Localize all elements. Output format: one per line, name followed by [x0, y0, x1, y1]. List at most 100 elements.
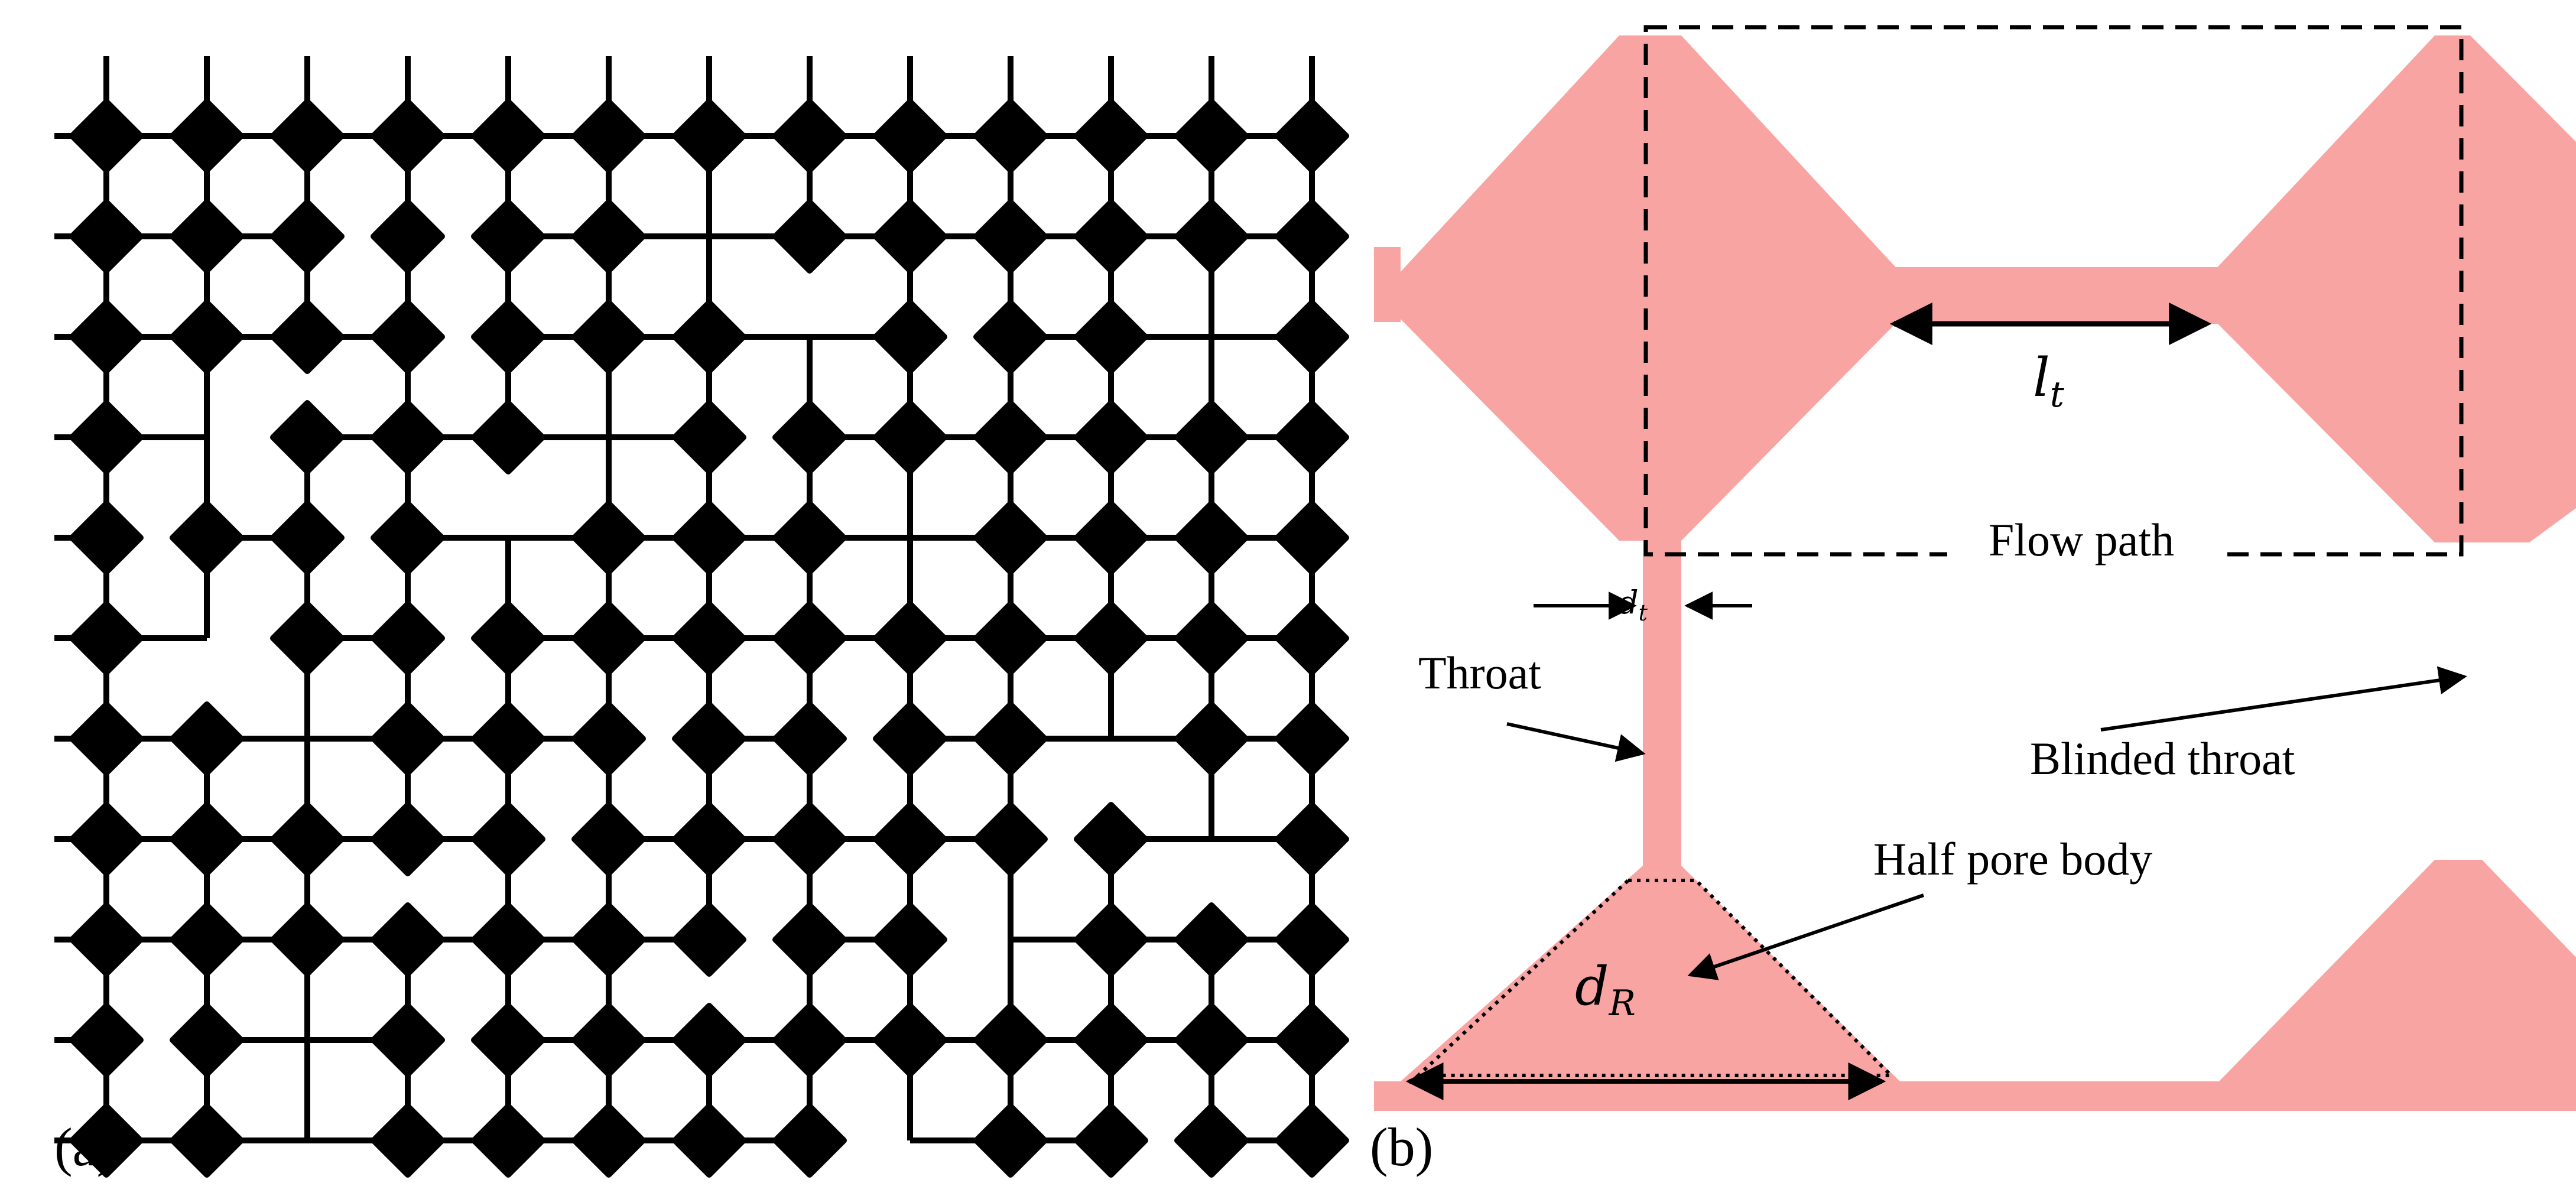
pore-body: [571, 300, 646, 374]
pore-body: [170, 500, 244, 575]
pore-body: [471, 1003, 545, 1077]
pore-body: [973, 601, 1048, 675]
pore-body: [1174, 500, 1249, 575]
pore-body: [1275, 601, 1349, 675]
pore-body: [973, 701, 1048, 776]
pore-body: [873, 199, 947, 274]
pore-body: [1174, 1103, 1249, 1178]
pore-body: [973, 802, 1048, 876]
pore-body: [170, 701, 244, 776]
pore-body: [69, 500, 144, 575]
flow-path-box: [1643, 25, 2464, 557]
pore-body: [371, 199, 445, 274]
pore-body: [772, 500, 847, 575]
pore-body: [1174, 199, 1249, 274]
pore-body: [571, 199, 646, 274]
pore-body: [1275, 1103, 1349, 1178]
pore-body: [471, 199, 545, 274]
pore-body: [672, 500, 746, 575]
pore-body: [371, 701, 445, 776]
pore-body: [69, 1003, 144, 1077]
pore-body: [571, 601, 646, 675]
panel-b-unit-cell: Flow path lt dt Throat Blinded throat Ha…: [1374, 25, 2576, 1111]
pore-body: [873, 601, 947, 675]
half-pore-body-pointer-arrow: [1687, 893, 1924, 980]
pore-body: [1074, 1003, 1148, 1077]
pore-body: [471, 400, 545, 474]
pore-body: [973, 1103, 1048, 1178]
pore-body: [672, 802, 746, 876]
pore-body: [973, 500, 1048, 575]
pore-body: [1074, 199, 1148, 274]
pore-body: [69, 802, 144, 876]
pore-body: [371, 1103, 445, 1178]
pore-body: [672, 601, 746, 675]
pore-body: [873, 99, 947, 173]
pore-body: [772, 601, 847, 675]
pore-body: [471, 802, 545, 876]
pore-body: [270, 300, 345, 374]
throat-pointer-arrow: [1506, 722, 1646, 762]
pore-body: [270, 99, 345, 173]
pore-body: [672, 99, 746, 173]
pore-body: [973, 199, 1048, 274]
dr-label: dR: [1575, 956, 1636, 1024]
pore-body: [772, 701, 847, 776]
pore-body: [371, 300, 445, 374]
dt-label: dt: [1618, 584, 1648, 626]
flow-path-label-backing: [1947, 520, 2219, 585]
pore-body: [69, 99, 144, 173]
pore-body: [1275, 300, 1349, 374]
panel-b-label: (b): [1370, 1117, 1433, 1177]
pore-body: [471, 1103, 545, 1178]
pore-body: [1174, 701, 1249, 776]
pore-body: [973, 1003, 1048, 1077]
pore-body: [571, 1003, 646, 1077]
pore-body: [69, 400, 144, 474]
pore-body: [170, 99, 244, 173]
pore-body: [571, 99, 646, 173]
lt-label: lt: [2033, 347, 2065, 415]
pore-body: [873, 802, 947, 876]
pore-body: [571, 802, 646, 876]
panel-a-label: (a): [54, 1117, 115, 1177]
pore-body: [270, 802, 345, 876]
pore-body: [270, 500, 345, 575]
pore-body: [1174, 99, 1249, 173]
pore-body: [270, 601, 345, 675]
pore-body-top-left: [1374, 35, 1900, 869]
pore-body: [170, 300, 244, 374]
half-pore-body-label: Half pore body: [1873, 833, 2152, 885]
pore-body: [1275, 400, 1349, 474]
pore-body: [69, 601, 144, 675]
pore-body: [1275, 500, 1349, 575]
pore-body: [371, 400, 445, 474]
pore-body: [672, 701, 746, 776]
half-pore-body-outline: [1414, 879, 1896, 1077]
pore-body: [672, 1103, 746, 1178]
throat-label: Throat: [1418, 647, 1541, 698]
pore-body: [471, 99, 545, 173]
pore-body: [371, 902, 445, 977]
blinded-throat-pointer-arrow: [2100, 666, 2467, 732]
pore-body: [1174, 400, 1249, 474]
pore-body: [672, 1003, 746, 1077]
pore-body: [772, 1003, 847, 1077]
pore-body: [873, 701, 947, 776]
pore-body: [170, 1103, 244, 1178]
pore-body: [371, 1003, 445, 1077]
pore-body: [69, 199, 144, 274]
pore-body: [772, 199, 847, 274]
pore-body: [1074, 902, 1148, 977]
pore-body: [69, 1103, 144, 1178]
pore-body-top-right: [2213, 35, 2576, 542]
pore-body: [873, 300, 947, 374]
pore-body: [170, 802, 244, 876]
pore-body: [772, 902, 847, 977]
pore-body: [1275, 99, 1349, 173]
pore-body: [973, 99, 1048, 173]
pore-body: [270, 199, 345, 274]
pore-body: [170, 902, 244, 977]
pore-body: [1275, 701, 1349, 776]
pore-body: [672, 300, 746, 374]
